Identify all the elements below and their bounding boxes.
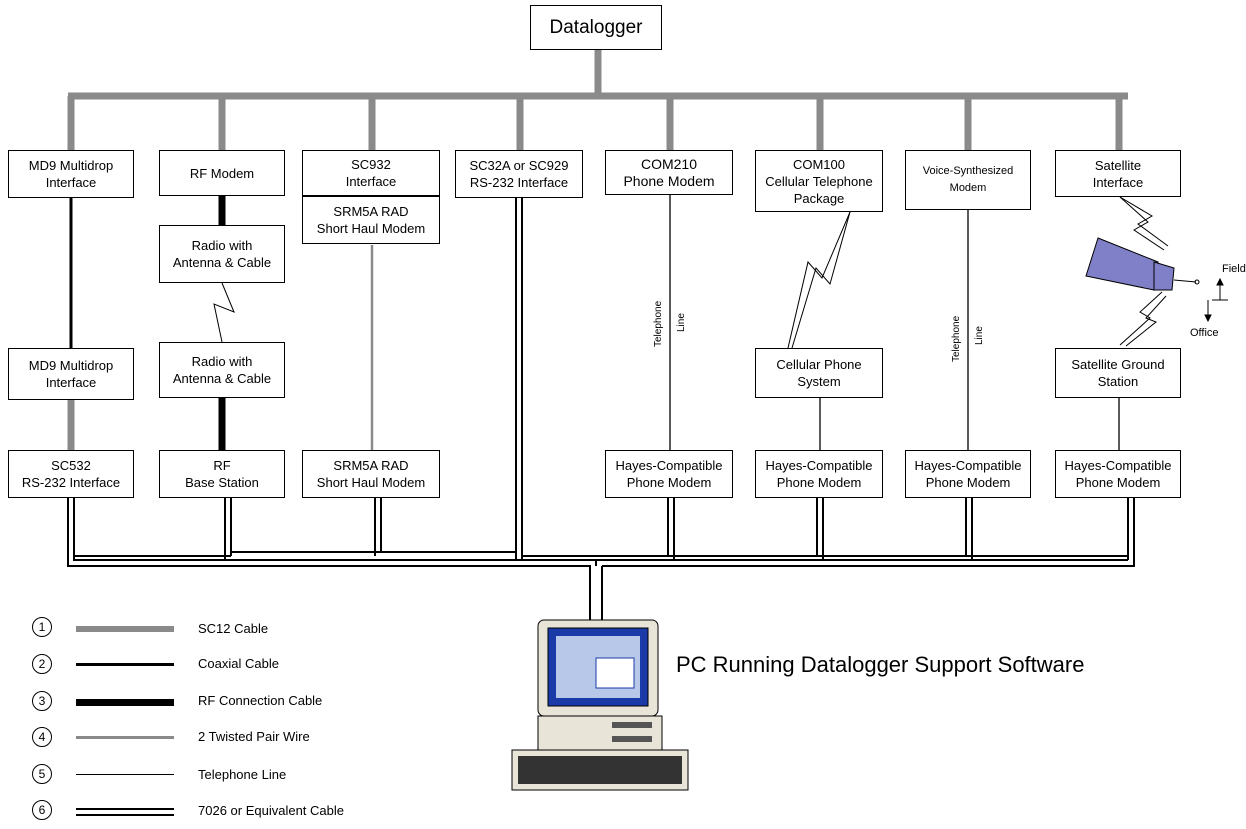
cellular-phone-system-box: Cellular Phone System (755, 348, 883, 398)
satellite-uplink-bolt-2 (1119, 196, 1165, 251)
legend-number-3: 3 (32, 691, 52, 711)
legend-label-6: 7026 or Equivalent Cable (198, 803, 344, 818)
legend-number-6: 6 (32, 800, 52, 820)
legend-number-1: 1 (32, 617, 52, 637)
legend-swatch-twisted (76, 736, 174, 739)
cellular-link-bolt (787, 211, 851, 349)
md9-interface-top-box: MD9 Multidrop Interface (8, 150, 134, 198)
satellite-dish-icon (1085, 237, 1200, 291)
field-label: Field (1222, 263, 1246, 275)
legend-swatch-7026-b (76, 814, 174, 816)
sc12-bus (67, 50, 1128, 450)
line-label-2: Line (974, 326, 985, 345)
cellular-link-bolt-2 (791, 211, 851, 349)
rf-modem-box: RF Modem (159, 150, 285, 196)
sc532-interface-box: SC532 RS-232 Interface (8, 450, 134, 498)
legend-label-1: SC12 Cable (198, 621, 269, 636)
voice-modem-box: Voice-Synthesized Modem (905, 150, 1031, 210)
field-office-arrows (1204, 277, 1228, 323)
hayes-modem-box-1: Hayes-Compatible Phone Modem (605, 450, 733, 498)
legend-swatch-rf (76, 699, 174, 706)
legend-swatch-7026-a (76, 808, 174, 810)
line-label-1: Line (676, 313, 687, 332)
legend-swatch-telephone (76, 774, 174, 775)
com100-package-box: COM100 Cellular Telephone Package (755, 150, 883, 212)
srm5a-top-box: SRM5A RAD Short Haul Modem (302, 196, 440, 244)
office-label: Office (1190, 327, 1219, 339)
satellite-ground-station-box: Satellite Ground Station (1055, 348, 1181, 398)
satellite-downlink-bolt (1119, 291, 1163, 346)
legend-label-4: 2 Twisted Pair Wire (198, 729, 310, 744)
legend-swatch-coaxial (76, 663, 174, 666)
srm5a-bottom-box: SRM5A RAD Short Haul Modem (302, 450, 440, 498)
legend-number-5: 5 (32, 764, 52, 784)
satellite-downlink-bolt-2 (1125, 295, 1167, 347)
hayes-modem-box-3: Hayes-Compatible Phone Modem (905, 450, 1031, 498)
rf-base-station-box: RF Base Station (159, 450, 285, 498)
radio-antenna-bottom-box: Radio with Antenna & Cable (159, 342, 285, 398)
legend-label-3: RF Connection Cable (198, 693, 323, 708)
telephone-label-1: Telephone (653, 300, 664, 347)
legend-label-5: Telephone Line (198, 767, 287, 782)
telephone-label-2: Telephone (951, 315, 962, 362)
radio-antenna-top-box: Radio with Antenna & Cable (159, 225, 285, 283)
hayes-modem-box-4: Hayes-Compatible Phone Modem (1055, 450, 1181, 498)
sc32a-interface-box: SC32A or SC929 RS-232 Interface (455, 150, 583, 198)
pc-label: PC Running Datalogger Support Software (676, 652, 1085, 677)
md9-interface-mid-box: MD9 Multidrop Interface (8, 348, 134, 400)
satellite-interface-box: Satellite Interface (1055, 150, 1181, 197)
hayes-modem-box-2: Hayes-Compatible Phone Modem (755, 450, 883, 498)
sc932-interface-box: SC932 Interface (302, 150, 440, 196)
satellite-uplink-bolt (1119, 196, 1169, 247)
legend-number-4: 4 (32, 727, 52, 747)
radio-link-bolt (213, 282, 235, 343)
legend-number-2: 2 (32, 654, 52, 674)
legend-swatch-sc12 (76, 626, 174, 632)
cable-7026-network (67, 198, 1135, 622)
pc-icon (511, 619, 689, 791)
legend-label-2: Coaxial Cable (198, 656, 279, 671)
datalogger-box: Datalogger (530, 5, 662, 50)
com210-modem-box: COM210 Phone Modem (605, 150, 733, 195)
